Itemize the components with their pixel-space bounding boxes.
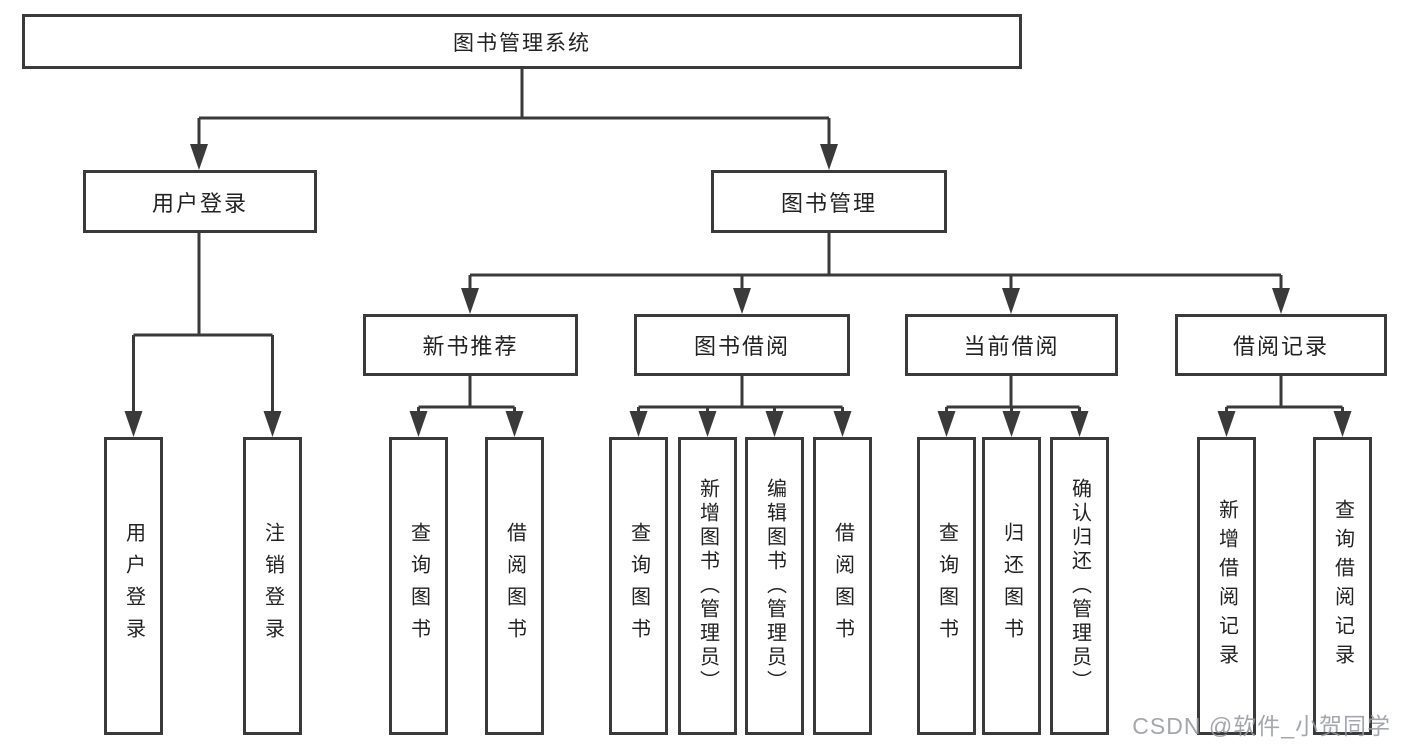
node-book-management-branch: 图书管理 — [711, 170, 947, 233]
leaf-label: 借阅图书 — [831, 522, 854, 650]
leaf-label: 新增借阅记录 — [1215, 499, 1238, 673]
leaf-logout: 注销登录 — [243, 437, 302, 735]
node-label: 图书管理系统 — [453, 31, 591, 55]
connector-currentborrow-to-leaves — [945, 376, 1081, 413]
node-book-borrowing: 图书借阅 — [634, 314, 850, 376]
leaf-add-book-admin: 新增图书（管理员） — [678, 437, 737, 735]
csdn-watermark: CSDN @软件_小贺同学 — [1132, 713, 1391, 739]
leaf-label: 归还图书 — [1000, 522, 1023, 650]
node-label: 借阅记录 — [1232, 334, 1329, 359]
leaf-user-login: 用户登录 — [104, 437, 163, 735]
node-label: 当前借阅 — [963, 334, 1060, 359]
arrowheads — [124, 144, 1352, 437]
leaf-confirm-return-admin: 确认归还（管理员） — [1050, 437, 1109, 735]
leaf-label: 查询图书 — [627, 522, 650, 650]
leaf-label: 查询图书 — [935, 522, 958, 650]
connector-bookborrow-to-leaves — [637, 376, 844, 413]
leaf-label: 注销登录 — [261, 522, 284, 650]
connector-root-to-level2 — [197, 68, 831, 146]
leaf-query-books-recommend: 查询图书 — [389, 437, 448, 735]
leaf-label: 用户登录 — [122, 522, 145, 650]
leaf-borrow-books-borrowing: 借阅图书 — [813, 437, 872, 735]
leaf-query-books-current: 查询图书 — [917, 437, 976, 735]
leaf-label: 查询图书 — [407, 522, 430, 650]
node-borrowing-records: 借阅记录 — [1175, 314, 1387, 376]
node-current-borrowing: 当前借阅 — [905, 314, 1118, 376]
node-label: 新书推荐 — [422, 334, 519, 359]
leaf-label: 借阅图书 — [503, 522, 526, 650]
connector-borrowrecords-to-leaves — [1225, 376, 1344, 413]
node-new-book-recommend: 新书推荐 — [363, 314, 578, 376]
leaf-label: 编辑图书（管理员） — [763, 478, 786, 694]
node-label: 图书借阅 — [693, 334, 790, 359]
leaf-label: 确认归还（管理员） — [1068, 478, 1091, 694]
leaf-query-books-borrowing: 查询图书 — [609, 437, 668, 735]
node-label: 用户登录 — [151, 190, 248, 216]
connector-newbooks-to-leaves — [417, 376, 516, 413]
leaf-label: 新增图书（管理员） — [696, 478, 719, 694]
leaf-return-book: 归还图书 — [982, 437, 1041, 735]
connector-bookmgmt-to-level3 — [468, 233, 1283, 290]
leaf-borrow-books-recommend: 借阅图书 — [485, 437, 544, 735]
leaf-query-borrow-record: 查询借阅记录 — [1313, 437, 1372, 735]
node-label: 图书管理 — [780, 190, 877, 216]
leaf-edit-book-admin: 编辑图书（管理员） — [745, 437, 804, 735]
leaf-label: 查询借阅记录 — [1331, 499, 1354, 673]
connector-userlogin-to-leaves — [132, 233, 274, 413]
node-user-login-branch: 用户登录 — [83, 170, 317, 233]
leaf-add-borrow-record: 新增借阅记录 — [1197, 437, 1256, 735]
node-library-management-system: 图书管理系统 — [22, 14, 1022, 69]
